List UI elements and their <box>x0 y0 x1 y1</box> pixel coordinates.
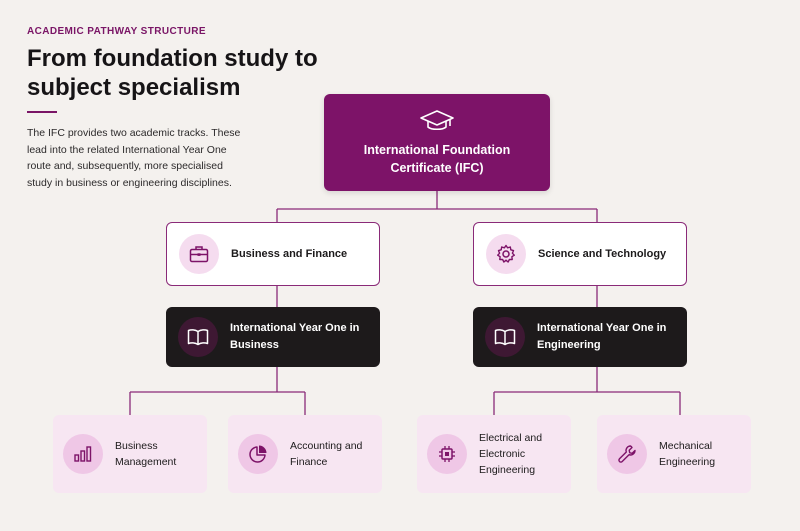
track-business-finance: Business and Finance <box>166 222 380 286</box>
track-icon-circle <box>179 234 219 274</box>
gear-icon <box>497 244 515 263</box>
specialism-label: Business Management <box>115 440 177 468</box>
specialism-label: Accounting and Finance <box>290 440 363 468</box>
specialism-business-management: Business Management <box>53 415 207 493</box>
root-label: International Foundation Certificate (IF… <box>363 142 511 175</box>
year-one-engineering: International Year One in Engineering <box>473 307 687 367</box>
specialism-electrical-electronic: Electrical and Electronic Engineering <box>417 415 571 493</box>
specialism-icon-circle <box>427 434 467 474</box>
specialism-icon-circle <box>607 434 647 474</box>
pie-chart-icon <box>249 445 267 463</box>
bar-chart-icon <box>74 446 92 462</box>
track-label: Science and Technology <box>538 248 667 260</box>
year-one-label: International Year One in Business <box>230 322 360 351</box>
track-science-technology: Science and Technology <box>473 222 687 286</box>
specialism-mechanical-engineering: Mechanical Engineering <box>597 415 751 493</box>
graduation-cap-icon <box>420 109 454 130</box>
year-one-business: International Year One in Business <box>166 307 380 367</box>
chip-icon <box>439 446 455 462</box>
book-icon <box>494 329 516 346</box>
wrench-icon <box>618 445 636 463</box>
eyebrow-label: ACADEMIC PATHWAY STRUCTURE <box>27 26 206 37</box>
briefcase-icon <box>189 246 209 263</box>
track-icon-circle <box>486 234 526 274</box>
specialism-label: Electrical and Electronic Engineering <box>479 432 543 476</box>
specialism-icon-circle <box>63 434 103 474</box>
specialism-label: Mechanical Engineering <box>659 440 716 468</box>
track-label: Business and Finance <box>231 248 348 260</box>
year-icon-circle <box>485 317 525 357</box>
year-icon-circle <box>178 317 218 357</box>
intro-paragraph: The IFC provides two academic tracks. Th… <box>27 127 241 189</box>
year-one-label: International Year One in Engineering <box>537 322 667 351</box>
title-divider <box>27 111 57 113</box>
book-icon <box>187 329 209 346</box>
specialism-icon-circle <box>238 434 278 474</box>
page-title: From foundation study to subject special… <box>27 45 318 101</box>
specialism-accounting-finance: Accounting and Finance <box>228 415 382 493</box>
root-node-ifc: International Foundation Certificate (IF… <box>324 94 550 191</box>
